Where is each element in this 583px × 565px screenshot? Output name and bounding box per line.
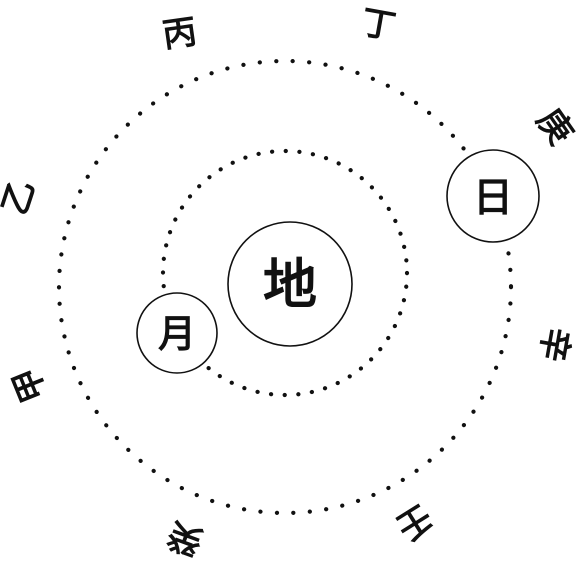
stem-ding-label: 丁 bbox=[358, 2, 398, 47]
stem-ren-label: 壬 bbox=[389, 496, 439, 548]
earth: 地 bbox=[228, 222, 352, 346]
moon: 月 bbox=[137, 293, 217, 373]
stem-xin-label: 辛 bbox=[531, 324, 576, 364]
moon-label: 月 bbox=[158, 311, 196, 356]
sun-label: 日 bbox=[473, 174, 513, 221]
stem-gui-label: 癸 bbox=[163, 513, 210, 563]
sun: 日 bbox=[447, 150, 539, 242]
stem-jia-label: 甲 bbox=[5, 361, 55, 408]
earth-label: 地 bbox=[263, 252, 317, 316]
stem-yi-label: 乙 bbox=[0, 175, 43, 220]
stem-geng-label: 庚 bbox=[529, 101, 581, 152]
stem-bing-label: 丙 bbox=[160, 12, 199, 56]
